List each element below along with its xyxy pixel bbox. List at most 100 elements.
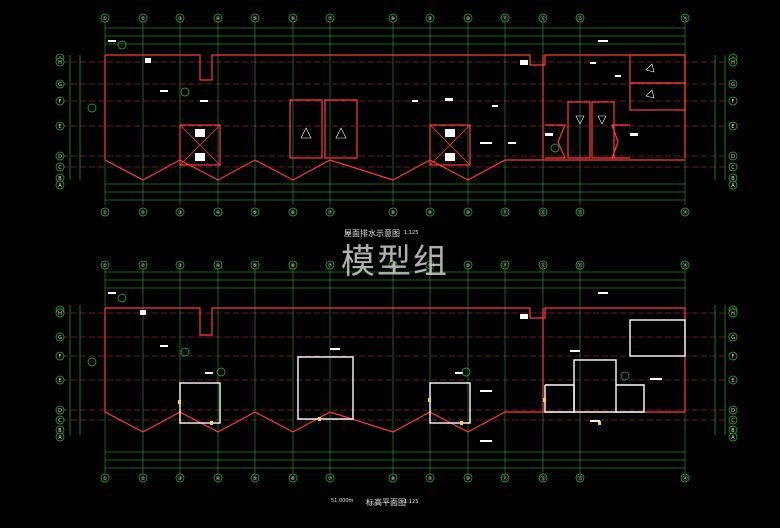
plan2-title: 标高平面图 <box>366 498 406 507</box>
axis-bubble <box>500 207 510 217</box>
top-dimension-lines <box>105 27 685 45</box>
axis-bubble <box>55 308 65 318</box>
axis-label: ⑧ <box>391 263 396 269</box>
side-dimension-lines <box>69 55 726 180</box>
axis-bubble <box>728 432 738 442</box>
axis-bubble <box>138 13 148 23</box>
axis-label: ③ <box>178 263 182 269</box>
axis-label: A <box>58 435 62 441</box>
axis-bubble <box>213 207 223 217</box>
axis-label: ⑫ <box>540 15 545 22</box>
axis-bubble <box>288 207 298 217</box>
axis-bubble <box>213 473 223 483</box>
roof-drain-symbols <box>87 40 560 153</box>
axis-label: ③ <box>178 210 182 216</box>
plan2-elevation: 51.000m <box>331 498 354 504</box>
axis-label: ③ <box>178 476 182 482</box>
axis-label: B <box>58 176 62 182</box>
axis-bubble <box>680 207 690 217</box>
marker-symbols-2 <box>87 293 630 381</box>
axis-label: ⑥ <box>291 476 296 482</box>
axis-label: C <box>731 418 735 424</box>
annotation-marks <box>108 40 638 144</box>
axis-label: ⑦ <box>328 210 333 216</box>
axis-label: ⑧ <box>391 476 396 482</box>
axis-label: ⑭ <box>682 262 687 269</box>
axis-bubble <box>500 473 510 483</box>
axis-label: ⑪ <box>502 262 507 269</box>
axis-bubble <box>55 162 65 172</box>
horizontal-axis-lines-2 <box>62 312 728 421</box>
axis-bubble <box>175 473 185 483</box>
axis-bubble <box>728 151 738 161</box>
annotation-marks-2 <box>108 292 662 442</box>
axis-bubble <box>55 332 65 342</box>
axis-label: ⑩ <box>466 16 471 22</box>
axis-bubble <box>500 13 510 23</box>
axis-label: ⑥ <box>291 16 296 22</box>
axis-label: ① <box>103 16 108 22</box>
axis-bubble <box>100 13 110 23</box>
axis-label: ⑭ <box>682 475 687 482</box>
axis-label: H <box>58 60 62 66</box>
axis-label: F <box>732 99 735 105</box>
axis-label: D <box>58 154 62 160</box>
axis-bubble <box>55 432 65 442</box>
bottom-dimension-lines-2 <box>105 451 685 469</box>
axis-label: ⑦ <box>328 263 333 269</box>
axis-bubble <box>325 260 335 270</box>
axis-bubble <box>388 473 398 483</box>
axis-bubble <box>728 57 738 67</box>
axis-label: ⑭ <box>682 209 687 216</box>
axis-bubble <box>100 473 110 483</box>
axis-label: ⑤ <box>253 16 257 22</box>
axis-label: H <box>731 60 735 66</box>
axis-bubble <box>728 332 738 342</box>
axis-label: F <box>59 354 62 360</box>
axis-bubble <box>388 13 398 23</box>
axis-label: D <box>58 408 62 414</box>
axis-bubble <box>175 260 185 270</box>
axis-label: ⑤ <box>253 210 257 216</box>
axis-label: B <box>731 176 735 182</box>
axis-label: H <box>58 311 62 317</box>
axis-bubble <box>728 162 738 172</box>
axis-bubble <box>388 260 398 270</box>
axis-label: ⑤ <box>253 476 257 482</box>
axis-label: ⑬ <box>577 475 582 482</box>
axis-label: ⑧ <box>391 16 396 22</box>
axis-label: ② <box>141 263 146 269</box>
axis-label: E <box>58 378 61 384</box>
axis-label: ⑦ <box>328 16 333 22</box>
axis-bubble <box>325 207 335 217</box>
axis-bubble <box>55 375 65 385</box>
axis-bubble <box>728 375 738 385</box>
axis-bubble <box>288 13 298 23</box>
axis-label: G <box>58 82 62 88</box>
axis-label: D <box>731 154 735 160</box>
axis-bubble <box>250 207 260 217</box>
axis-label: F <box>732 354 735 360</box>
axis-label: ⑪ <box>502 15 507 22</box>
axis-label: ④ <box>216 476 221 482</box>
side-dimension-lines-2 <box>69 305 726 435</box>
axis-bubble <box>728 351 738 361</box>
axis-label: ② <box>141 210 146 216</box>
axis-bubble <box>213 13 223 23</box>
axis-bubble <box>388 207 398 217</box>
axis-bubble <box>680 260 690 270</box>
axis-label: ⑨ <box>428 16 432 22</box>
elevation-plan <box>62 266 728 475</box>
axis-bubbles: ①①①①②②②②③③③③④④④④⑤⑤⑤⑤⑥⑥⑥⑥⑦⑦⑦⑦⑧⑧⑧⑧⑨⑨⑨⑨⑩⑩⑩⑩… <box>55 13 738 483</box>
axis-label: ⑪ <box>502 475 507 482</box>
axis-bubble <box>55 415 65 425</box>
axis-bubble <box>500 260 510 270</box>
axis-label: ④ <box>216 210 221 216</box>
horizontal-axis-lines <box>62 61 728 168</box>
axis-bubble <box>575 13 585 23</box>
axis-label: ⑪ <box>502 209 507 216</box>
axis-bubble <box>250 13 260 23</box>
axis-bubble <box>288 473 298 483</box>
axis-label: ⑨ <box>428 263 432 269</box>
